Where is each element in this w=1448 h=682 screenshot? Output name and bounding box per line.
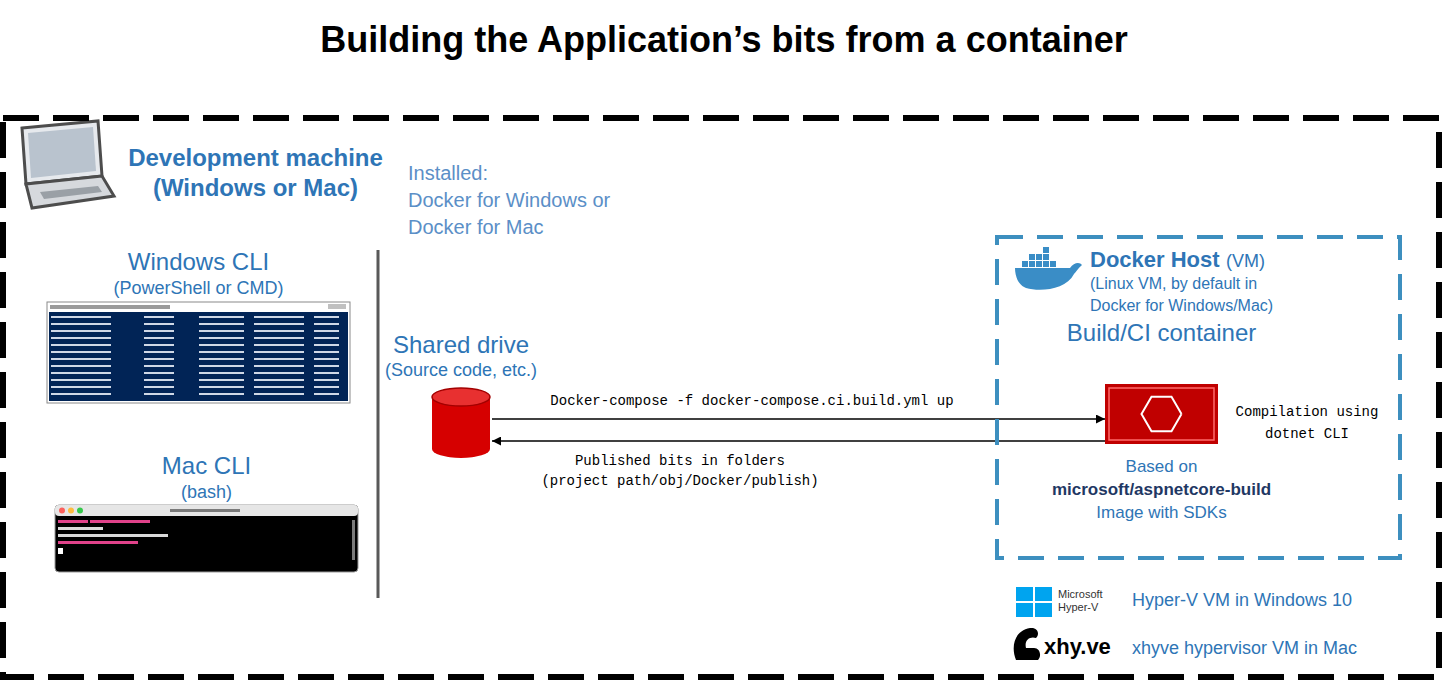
laptop-screen (22, 121, 102, 184)
window-buttons (328, 304, 346, 309)
diagram-title: Building the Application’s bits from a c… (0, 18, 1448, 61)
laptop-base (26, 176, 114, 208)
base-image-name: microsoft/aspnetcore-build (1025, 479, 1298, 501)
dashed-border (997, 237, 1400, 558)
host-heading: Docker Host (1090, 246, 1220, 274)
powershell-screenshot (47, 302, 350, 403)
panel-heading: Mac CLI (55, 451, 358, 481)
terminal-line (58, 534, 168, 537)
logo-pane (1035, 587, 1052, 601)
container-hexagon (1142, 397, 1182, 432)
hyperv-logo-text: Microsoft Hyper-V (1058, 588, 1113, 614)
host-heading-suffix: (VM) (1226, 250, 1265, 273)
container-heading: Build/CI container (1065, 318, 1258, 348)
separator-line (377, 250, 380, 598)
window-title (50, 305, 170, 309)
connector-arrow (492, 418, 1105, 420)
whale-container (1029, 254, 1035, 260)
minimize-dot (68, 508, 74, 514)
zoom-dot (77, 508, 83, 514)
whale-container (1050, 261, 1056, 267)
xhyve-squirrel-icon (1014, 628, 1040, 660)
command-label: Docker-compose -f docker-compose.ci.buil… (534, 391, 970, 411)
drive-heading: Shared drive (350, 330, 572, 360)
output-label: Published bits in folders (project path/… (537, 451, 824, 491)
window-frame (47, 302, 350, 403)
bash-terminal-screenshot (55, 505, 358, 572)
installed-software: Docker for Windows or Docker for Mac (408, 187, 628, 241)
panel-subheading: (bash) (55, 481, 358, 504)
terminal-frame (55, 505, 358, 572)
terminal-cursor (58, 548, 63, 554)
whale-container (1036, 254, 1042, 260)
compile-note: Compilation using dotnet CLI (1224, 401, 1390, 445)
hypervisor-label: xhyve hypervisor VM in Mac (1132, 637, 1357, 660)
terminal-line (58, 541, 138, 544)
container-body (1105, 384, 1218, 444)
mac-cli-panel: Mac CLI(bash) (55, 450, 358, 575)
container-trim (1109, 388, 1214, 440)
laptop-keyboard (40, 186, 102, 199)
console-text (49, 312, 348, 398)
installed-label: Installed: (408, 160, 648, 187)
laptop-icon (22, 121, 114, 208)
build-container-icon-outline (1105, 384, 1218, 444)
cylinder-top (432, 388, 490, 406)
panel-heading: Windows CLI (47, 247, 350, 277)
close-dot (59, 508, 65, 514)
build-container-icon: Build/CI containerBased onmicrosoft/aspn… (1105, 384, 1218, 444)
terminal-line (58, 520, 88, 523)
docker-host-box: Docker Host (VM)(Linux VM, by default in … (995, 235, 1402, 560)
host-description: (Linux VM, by default in Docker for Wind… (1090, 273, 1300, 317)
whale-container (1043, 254, 1049, 260)
terminal-scrollbar (352, 520, 355, 560)
whale-container (1043, 261, 1049, 267)
terminal-line (58, 527, 103, 530)
dashed-border (3, 118, 1439, 677)
hypervisor-label: Hyper-V VM in Windows 10 (1132, 589, 1352, 612)
logo-pane (1035, 603, 1052, 617)
terminal-line (90, 520, 150, 523)
machine-heading: Development machine (Windows or Mac) (113, 143, 398, 203)
windows-cli-panel: Windows CLI(PowerShell or CMD) (47, 245, 350, 405)
laptop-display (28, 127, 96, 178)
shared-drive-cylinder-outline (430, 387, 492, 459)
container-caption: Based on (1045, 456, 1278, 478)
shared-drive-cylinder: Shared drive(Source code, etc.) (430, 387, 492, 459)
docker-whale-icon (1015, 247, 1082, 290)
windows-logo (1016, 587, 1052, 617)
terminal-titlebar (55, 505, 358, 516)
container-caption: Image with SDKs (1045, 502, 1278, 524)
whale-container (1029, 261, 1035, 267)
whale-body (1015, 263, 1082, 290)
terminal-title (170, 509, 240, 512)
whale-container (1036, 261, 1042, 267)
panel-subheading: (PowerShell or CMD) (47, 277, 350, 300)
whale-container (1022, 261, 1028, 267)
logo-pane (1016, 603, 1033, 617)
drive-subheading: (Source code, etc.) (350, 359, 572, 382)
connector-arrow (492, 440, 1105, 442)
logo-pane (1016, 587, 1033, 601)
whale-container (1043, 247, 1049, 253)
xhyve-logo-text: xhy.ve (1044, 633, 1111, 661)
console-background (49, 312, 348, 401)
connector-group (492, 419, 1105, 441)
